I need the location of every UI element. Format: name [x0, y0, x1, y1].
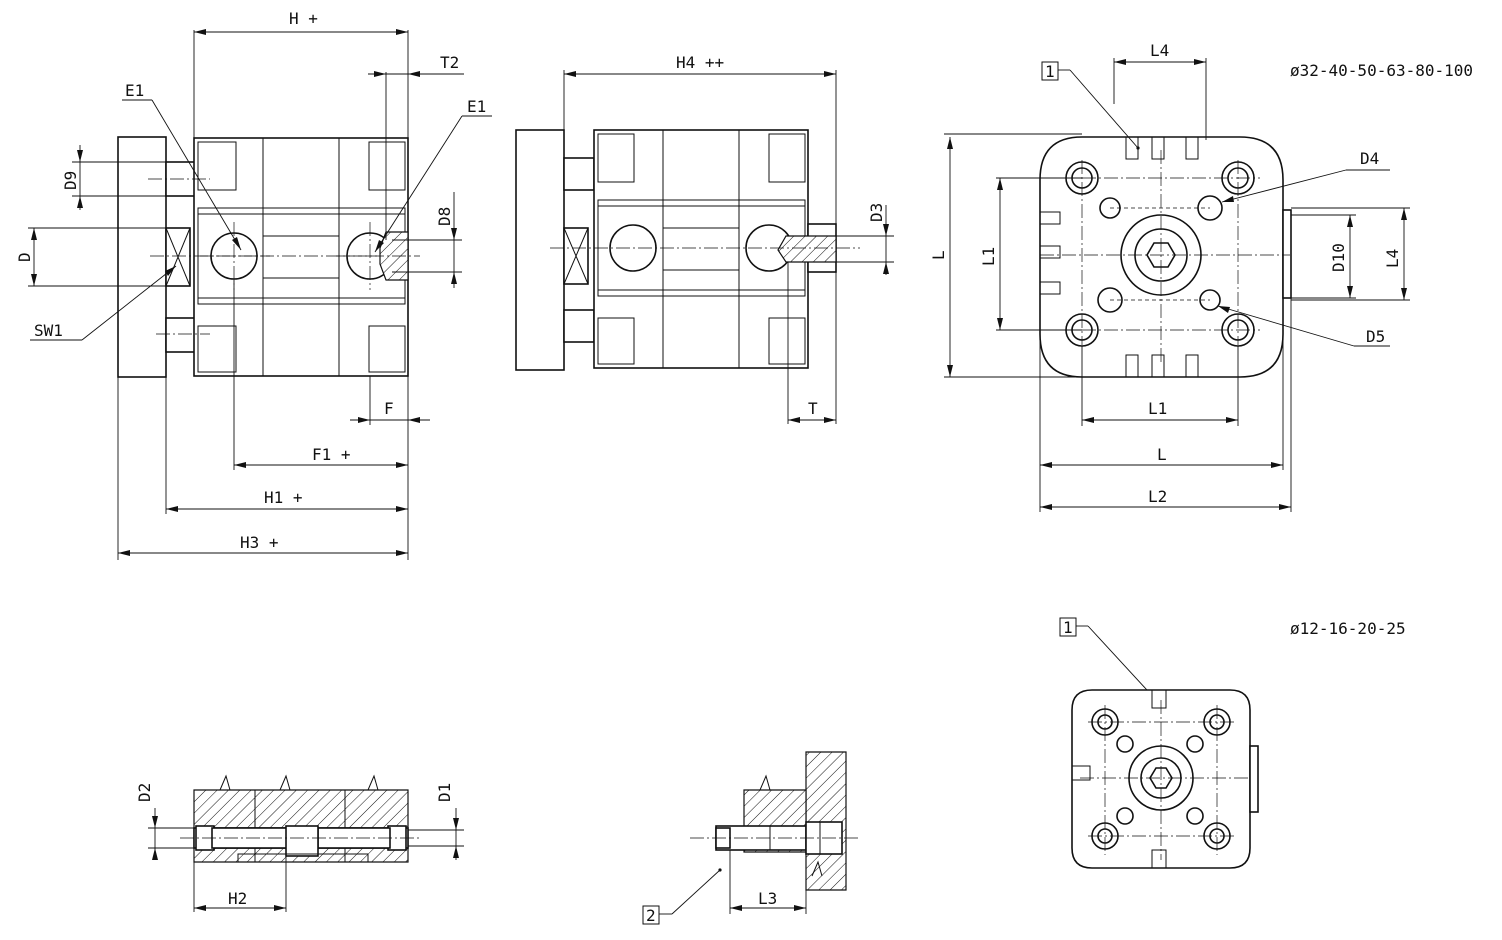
front-view-large: ø32-40-50-63-80-100: [929, 41, 1473, 512]
dim-L-bottom: L: [1157, 445, 1167, 464]
front-view-small: ø12-16-20-25 1: [1059, 617, 1406, 869]
dim-D5: D5: [1366, 327, 1385, 346]
bore-sizes-small: ø12-16-20-25: [1290, 619, 1406, 638]
dim-L-side: L: [929, 250, 948, 260]
dim-H4: H4 ++: [676, 53, 724, 72]
dim-L3: L3: [758, 889, 777, 908]
dim-F: F: [384, 399, 394, 418]
dim-H: H +: [289, 9, 318, 28]
dim-L2: L2: [1148, 487, 1167, 506]
dim-H1: H1 +: [264, 488, 303, 507]
dim-SW1: SW1: [34, 321, 63, 340]
bore-sizes-large: ø32-40-50-63-80-100: [1290, 61, 1473, 80]
callout-1-large: 1: [1045, 62, 1055, 81]
mounting-wall: [805, 751, 847, 891]
dim-D10: D10: [1329, 243, 1348, 272]
callout-1-small: 1: [1063, 618, 1073, 637]
flange-plate: [117, 136, 167, 378]
dim-D3: D3: [867, 203, 886, 222]
dim-L4-side: L4: [1383, 249, 1402, 268]
dim-D8: D8: [435, 207, 454, 226]
dim-H2: H2: [228, 889, 247, 908]
dim-L1-bottom: L1: [1148, 399, 1167, 418]
dim-E1-right: E1: [467, 97, 486, 116]
dim-D1: D1: [435, 783, 454, 802]
dim-L1-side: L1: [979, 247, 998, 266]
callout-2: 2: [646, 906, 656, 925]
dim-T: T: [808, 399, 818, 418]
section-view: D2 D1 H2: [135, 774, 464, 912]
dim-L4-top: L4: [1150, 41, 1169, 60]
mount-detail: 2 L3: [642, 751, 860, 925]
boss-bottom: [165, 317, 197, 353]
dim-E1-left: E1: [125, 81, 144, 100]
dim-H3: H3 +: [240, 533, 279, 552]
dim-D9: D9: [61, 171, 80, 190]
rod-flange: [515, 129, 565, 371]
dim-F1: F1 +: [312, 445, 351, 464]
rod-view: H4 ++ D3 T: [515, 53, 894, 424]
dim-D: D: [15, 252, 34, 262]
dim-D2: D2: [135, 783, 154, 802]
dim-T2: T2: [440, 53, 459, 72]
dim-D4: D4: [1360, 149, 1379, 168]
side-view: H + T2 E1 E1 D9 D8 D: [15, 9, 492, 560]
